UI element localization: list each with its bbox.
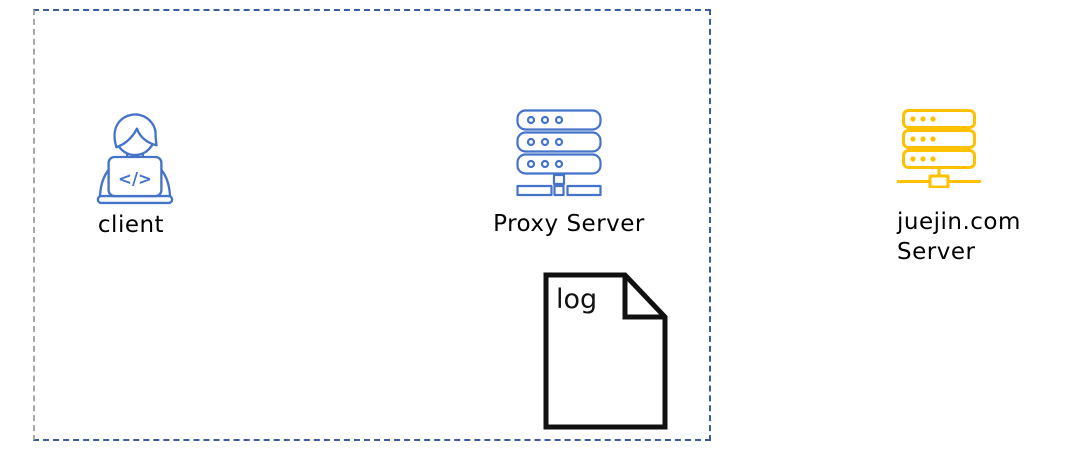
log-file-icon: log xyxy=(543,272,668,430)
proxy-server-label: Proxy Server xyxy=(493,211,645,237)
client-node: </> xyxy=(92,107,178,207)
juejin-server-label-line2: Server xyxy=(897,239,976,265)
client-label: client xyxy=(97,212,165,238)
juejin-server-icon xyxy=(897,109,981,188)
developer-at-laptop-icon: </> xyxy=(96,113,174,205)
log-file-node: log xyxy=(543,272,668,430)
code-glyph: </> xyxy=(118,169,152,188)
juejin-server-label: juejin.com Server xyxy=(897,207,1067,267)
log-label: log xyxy=(556,284,597,315)
proxy-server-icon xyxy=(516,109,602,197)
juejin-server-node xyxy=(897,109,981,188)
juejin-server-label-line1: juejin.com xyxy=(897,209,1021,235)
proxy-network-boundary xyxy=(33,9,711,441)
proxy-server-node xyxy=(516,109,602,197)
